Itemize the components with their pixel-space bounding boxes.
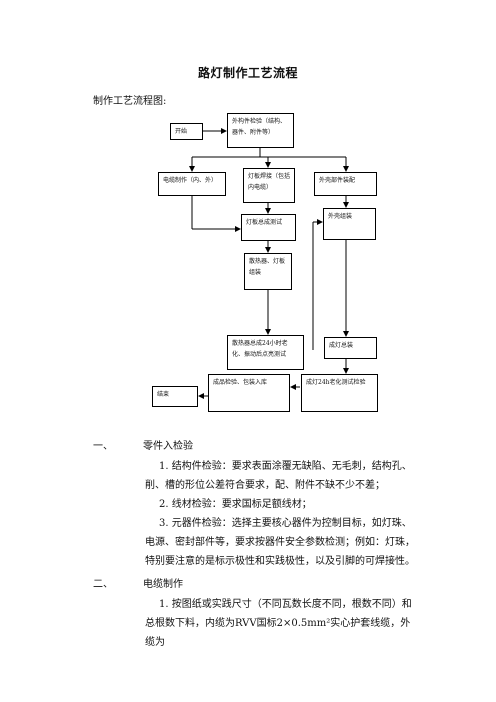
flow-cable: 电缆制作（内、外） — [158, 172, 226, 196]
flow-lampboard-weld: 灯板焊接（包括内电缆） — [243, 168, 295, 203]
flow-inspect: 外构件检验（结构、器件、附件等） — [227, 113, 294, 148]
page-title: 路灯制作工艺流程 — [197, 66, 298, 80]
flow-label: 制作工艺流程图: — [93, 96, 167, 107]
flow-aging-test: 成灯24h老化测试检验 — [301, 374, 378, 412]
section-heading-2: 二、电缆制作 — [93, 579, 183, 590]
section-1-para-3: 3. 元器件检验：选择主要核心器件为控制目标，如灯珠、电源、密封部件等，要求按器… — [145, 518, 415, 567]
flow-housing-parts: 外壳组装 — [323, 208, 376, 240]
section-1-para-2: 2. 线材检验：要求国标足额线材； — [159, 499, 312, 510]
flow-aging: 散热器总成24小时老化、振动后点亮测试 — [227, 335, 304, 370]
section-1-para-1: 1. 结构件检验：要求表面涂覆无缺陷、无毛刺，结构孔、削、槽的形位公差符合要求，… — [145, 461, 412, 491]
flow-start: 开始 — [170, 123, 203, 140]
section-2-para-1: 1. 按图纸或实践尺寸（不同瓦数长度不同，根数不同）和总根数下料，内缆为RVV国… — [145, 599, 412, 648]
flow-housing-fit: 外壳部件装配 — [314, 172, 377, 196]
flow-lampboard-test: 灯板总成测试 — [241, 214, 296, 241]
flow-end: 结束 — [152, 386, 198, 407]
flow-heatsink: 散热器、灯板组装 — [244, 253, 292, 290]
section-heading-1: 一、零件入检验 — [93, 441, 193, 452]
flow-lamp-assembly: 成灯总装 — [324, 337, 377, 359]
flow-finished-pack: 成品检验、包装入库 — [208, 374, 290, 412]
flowchart-connectors — [189, 128, 349, 399]
